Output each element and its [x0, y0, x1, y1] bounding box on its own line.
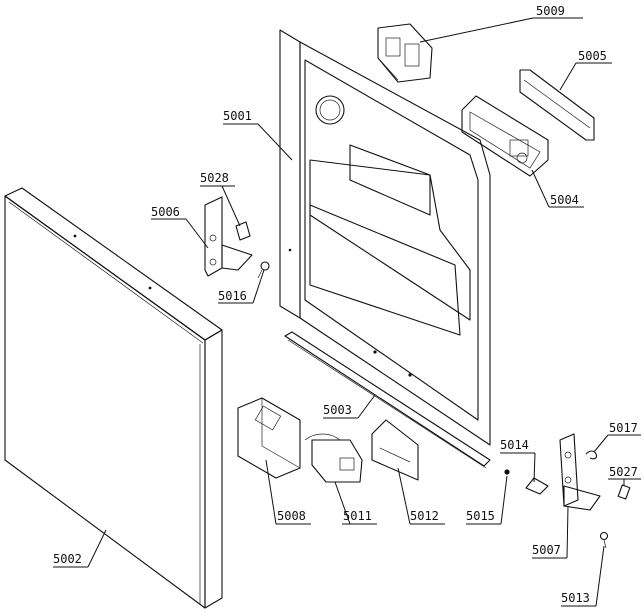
part-5002-outer-door-panel [4, 187, 223, 609]
part-5005-cover-plate [519, 69, 595, 141]
part-5007-right-hinge [559, 433, 601, 511]
label-5006: 5006 [151, 205, 180, 219]
part-5013-screw [599, 531, 609, 549]
part-5006-left-hinge [204, 196, 253, 277]
part-5011-spring-bracket [304, 433, 363, 483]
label-5003: 5003 [323, 403, 352, 417]
part-5009-door-lock [377, 23, 433, 83]
label-5001: 5001 [223, 109, 252, 123]
label-5011: 5011 [343, 509, 372, 523]
label-5013: 5013 [561, 591, 590, 605]
part-5017-spring-clip [585, 450, 598, 460]
part-5028-clip [235, 221, 251, 241]
label-5017: 5017 [609, 421, 638, 435]
label-5012: 5012 [410, 509, 439, 523]
part-5014-clip [525, 477, 549, 495]
leader-lines [53, 17, 641, 607]
part-5015-ball [504, 469, 510, 475]
part-5003-bottom-trim-strip [284, 331, 491, 469]
label-5009: 5009 [536, 4, 565, 18]
part-5001-inner-door-liner [279, 29, 491, 446]
label-5005: 5005 [578, 49, 607, 63]
label-5016: 5016 [218, 289, 247, 303]
label-5002: 5002 [53, 552, 82, 566]
label-5028: 5028 [200, 171, 229, 185]
part-5016-screw [257, 261, 270, 279]
part-5008-bracket-box [237, 397, 301, 479]
label-5015: 5015 [466, 509, 495, 523]
part-5027-pin [617, 484, 631, 500]
label-5007: 5007 [532, 543, 561, 557]
part-5012-shield-plate [371, 419, 419, 481]
label-5014: 5014 [500, 438, 529, 452]
label-5004: 5004 [550, 193, 579, 207]
label-5027: 5027 [609, 465, 638, 479]
part-5004-control-module [461, 95, 549, 177]
label-5008: 5008 [277, 509, 306, 523]
part-number-labels: 5009 5005 5001 5028 5004 5006 5016 5003 … [53, 4, 638, 605]
